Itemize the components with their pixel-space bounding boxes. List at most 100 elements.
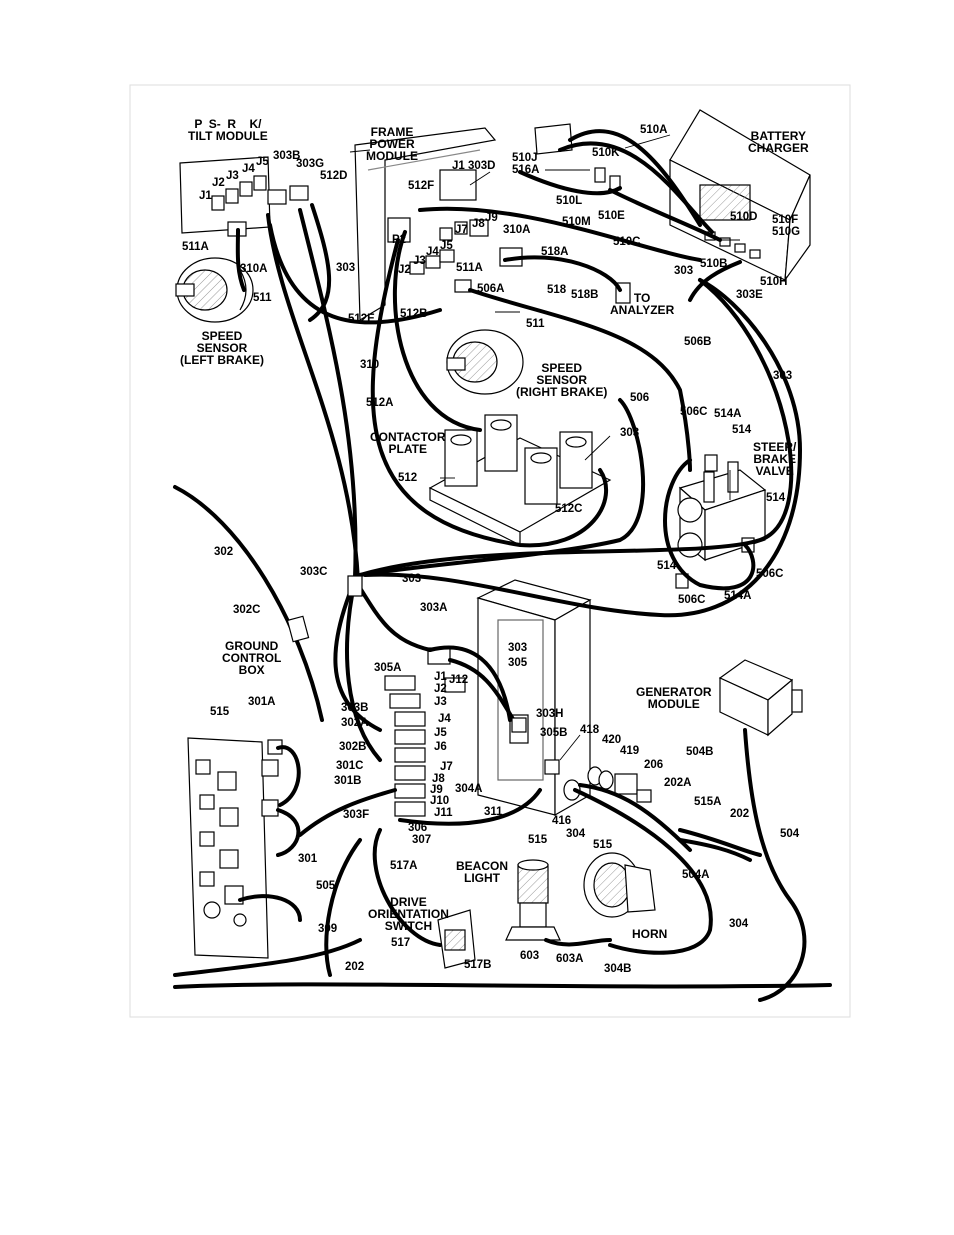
callout-P2: P2 xyxy=(392,234,407,246)
callout-302B: 302B xyxy=(339,741,367,753)
callout-303E: 303E xyxy=(736,289,763,301)
callout-518A: 518A xyxy=(541,246,569,258)
callout-512F: 512F xyxy=(408,180,435,192)
callout-301C: 301C xyxy=(336,760,364,772)
callout-514-mid: 514 xyxy=(766,492,786,504)
callout-305A: 305A xyxy=(374,662,402,674)
fittings xyxy=(286,575,527,733)
frame-power-module-drawing xyxy=(354,127,523,322)
horn-drawing xyxy=(583,852,656,918)
callout-506C-low: 506C xyxy=(756,568,784,580)
callout-506B: 506B xyxy=(684,336,712,348)
callout-510C: 510C xyxy=(613,236,641,248)
callout-420: 420 xyxy=(602,734,622,746)
callout-510D: 510D xyxy=(730,211,758,223)
callout-515-right: 515 xyxy=(593,839,613,851)
callout-416: 416 xyxy=(552,815,572,827)
callout-J1-tilt: J1 xyxy=(199,190,212,202)
callout-304-box: 304 xyxy=(566,828,586,840)
callout-510B: 510B xyxy=(700,258,728,270)
callout-517A: 517A xyxy=(390,860,418,872)
callout-514A-upper: 514A xyxy=(714,408,742,420)
callout-303-far: 303 xyxy=(773,370,793,382)
callout-310A-frame: 310A xyxy=(503,224,531,236)
callout-302A: 302A xyxy=(341,717,369,729)
callout-J7-box: J7 xyxy=(440,761,453,773)
callout-515-box: 515 xyxy=(528,834,548,846)
callout-303F: 303F xyxy=(343,809,370,821)
horn-label: HORN xyxy=(632,927,668,941)
callout-J1-frame: J1 xyxy=(452,160,465,172)
callout-518B: 518B xyxy=(571,289,599,301)
callout-511-right: 511 xyxy=(526,318,545,330)
callout-304-far: 304 xyxy=(729,918,749,930)
frame-power-module-label: FRAME POWER MODULE xyxy=(366,125,418,163)
callout-J12-box: J12 xyxy=(449,674,469,686)
callout-J5-tilt: J5 xyxy=(256,156,269,168)
callout-506A: 506A xyxy=(477,283,505,295)
callout-511A-frame: 511A xyxy=(456,262,483,274)
bracket-510J-drawing xyxy=(534,123,621,191)
callout-514-upper: 514 xyxy=(732,424,752,436)
drive-orientation-switch-label: DRIVE ORIENTATION SWITCH xyxy=(368,895,449,933)
callout-J4-tilt: J4 xyxy=(242,163,255,175)
callout-303-box: 303 xyxy=(508,642,528,654)
battery-charger-label: BATTERY CHARGER xyxy=(748,129,809,155)
callout-302C: 302C xyxy=(233,604,261,616)
beacon-light-drawing xyxy=(505,859,561,941)
callout-512B: 512B xyxy=(400,308,428,320)
callout-510F: 510F xyxy=(772,214,799,226)
callout-506C-upper: 506C xyxy=(680,406,708,418)
callout-J9-box: J9 xyxy=(430,784,443,796)
callout-J6-box: J6 xyxy=(434,741,447,753)
callout-516A: 516A xyxy=(512,164,540,176)
callout-515-left: 515 xyxy=(210,706,230,718)
callout-511-left: 511 xyxy=(253,292,272,304)
callout-J10-box: J10 xyxy=(430,795,450,807)
callout-307: 307 xyxy=(412,834,432,846)
callout-206: 206 xyxy=(644,759,664,771)
callout-510K: 510K xyxy=(592,147,620,159)
callout-511A-tilt: 511A xyxy=(182,241,209,253)
callout-510H: 510H xyxy=(760,276,788,288)
callout-202-right: 202 xyxy=(730,808,750,820)
callout-512E: 512E xyxy=(348,313,375,325)
callout-303B-top: 303B xyxy=(273,150,301,162)
generator-module-label: GENERATOR MODULE xyxy=(636,685,712,711)
callout-510E: 510E xyxy=(598,210,625,222)
callout-J5-frame: J5 xyxy=(440,240,453,252)
callout-504B: 504B xyxy=(686,746,714,758)
callout-512C: 512C xyxy=(555,503,583,515)
contactor-plate-drawing xyxy=(428,414,612,546)
callout-303A: 303A xyxy=(420,602,448,614)
callout-J4-box: J4 xyxy=(438,713,451,725)
callout-512: 512 xyxy=(398,472,418,484)
callout-303H: 303H xyxy=(536,708,564,720)
callout-512A: 512A xyxy=(366,397,394,409)
battery-charger-drawing xyxy=(669,109,811,283)
callout-518: 518 xyxy=(547,284,567,296)
callout-303C: 303C xyxy=(300,566,328,578)
callout-303D: 303D xyxy=(468,160,496,172)
callout-419: 419 xyxy=(620,745,640,757)
callout-303-mid: 303 xyxy=(402,573,422,585)
speed-sensor-right-label: SPEED SENSOR (RIGHT BRAKE) xyxy=(516,361,608,399)
callout-504-right: 504 xyxy=(780,828,800,840)
callout-301A: 301A xyxy=(248,696,276,708)
callout-J2-frame: J2 xyxy=(398,264,411,276)
callout-J8-box: J8 xyxy=(432,773,445,785)
callout-517: 517 xyxy=(391,937,411,949)
callout-304A: 304A xyxy=(455,783,483,795)
callout-301: 301 xyxy=(298,853,318,865)
callout-305-box: 305 xyxy=(508,657,528,669)
callout-J7-frame: J7 xyxy=(455,224,468,236)
callout-515A: 515A xyxy=(694,796,722,808)
callout-302: 302 xyxy=(214,546,234,558)
callout-309: 309 xyxy=(318,923,338,935)
callout-303-top: 303 xyxy=(336,262,356,274)
callout-517B: 517B xyxy=(464,959,492,971)
callout-306: 306 xyxy=(408,822,428,834)
callout-505: 505 xyxy=(316,880,336,892)
callout-510A: 510A xyxy=(640,124,668,136)
